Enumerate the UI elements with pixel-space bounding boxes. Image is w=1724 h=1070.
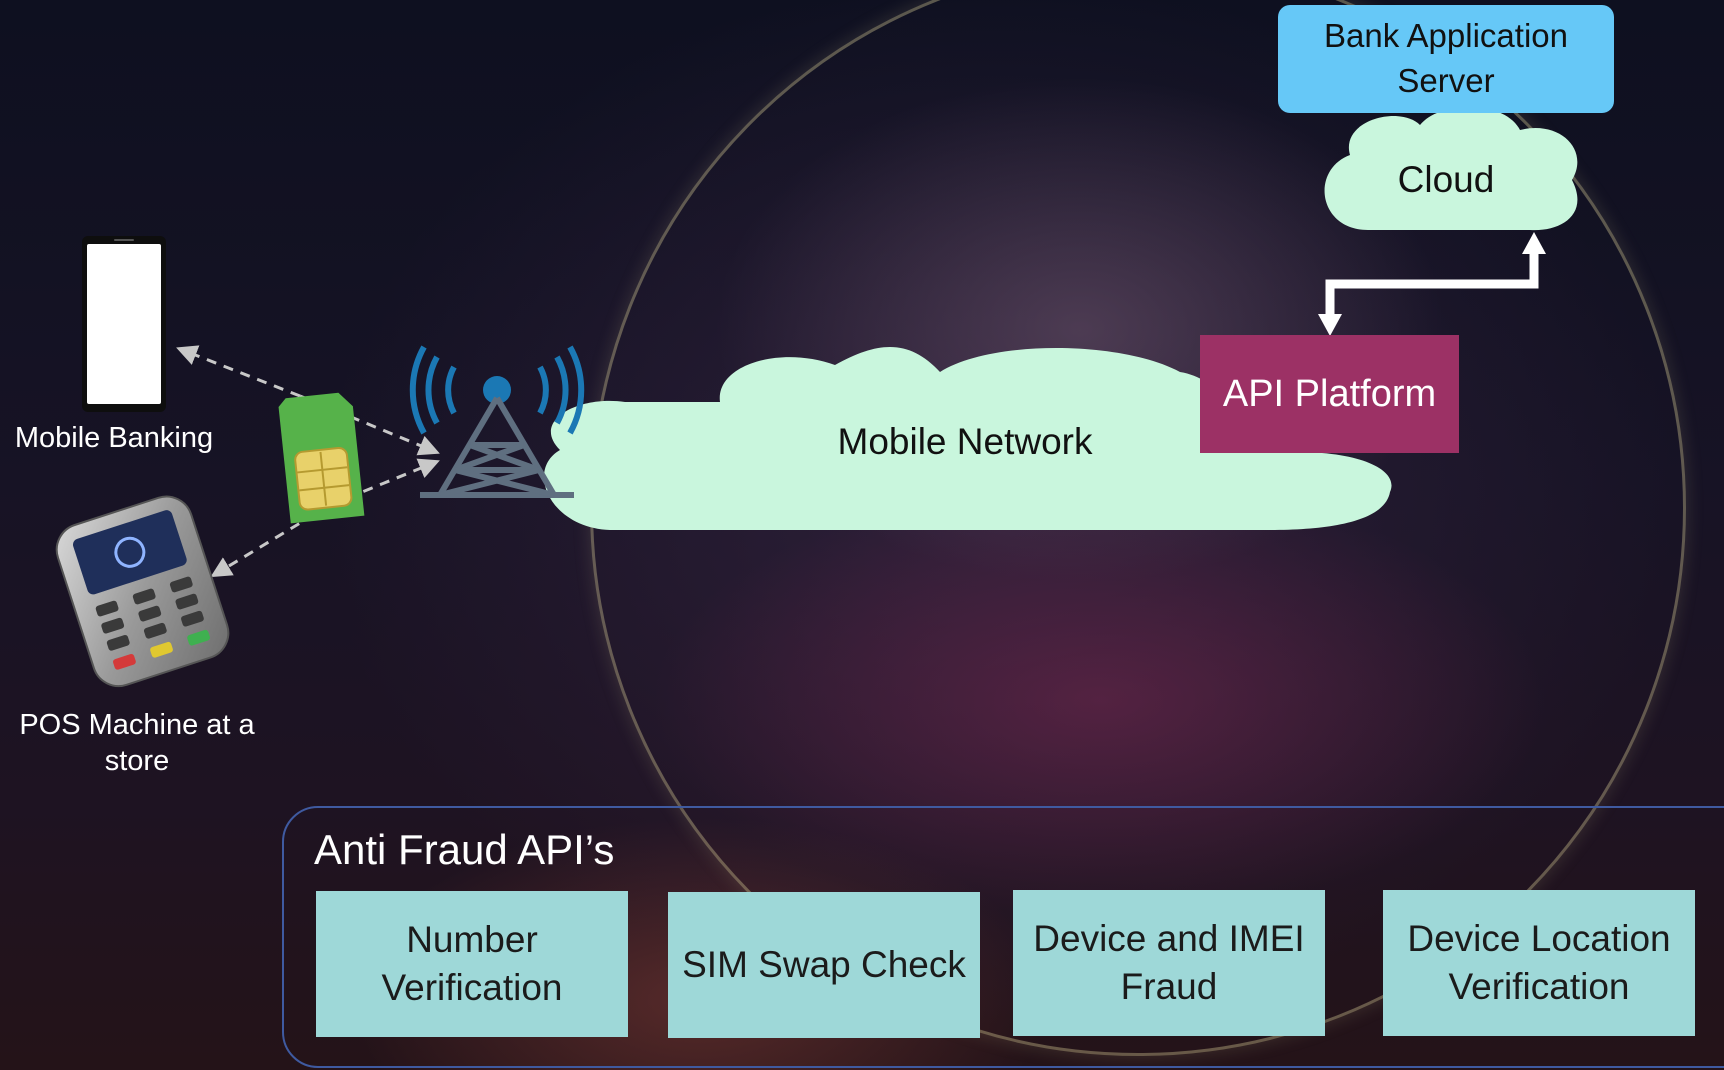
bank-server-label: Bank Application Server: [1323, 17, 1568, 99]
sim-card-icon: [278, 392, 365, 524]
api-tile-label: Number Verification: [381, 918, 563, 1008]
background-ring: [590, 0, 1686, 1056]
api-sim-swap-check: SIM Swap Check: [668, 892, 980, 1038]
api-platform-label: API Platform: [1222, 372, 1437, 415]
pos-label: POS Machine at a store: [19, 709, 255, 778]
api-device-location-verification: Device Location Verification: [1383, 890, 1695, 1036]
cell-tower-icon: [409, 345, 585, 498]
api-number-verification: Number Verification: [316, 891, 628, 1037]
api-cloud-connector: [1318, 232, 1546, 336]
api-device-imei-fraud: Device and IMEI Fraud: [1013, 890, 1325, 1036]
cloud-shape: [1324, 106, 1578, 231]
phone-screen: [87, 244, 161, 404]
cloud-label: Cloud: [1397, 159, 1495, 200]
mobile-network-cloud: [544, 347, 1392, 530]
anti-fraud-title: Anti Fraud API’s: [314, 826, 615, 873]
api-platform: API Platform: [1200, 335, 1459, 453]
mobile-network-label: Mobile Network: [837, 421, 1093, 462]
mobile-banking-label: Mobile Banking: [14, 422, 214, 454]
anti-fraud-panel: [282, 806, 1724, 1068]
arrow-to-phone: [176, 345, 301, 398]
bank-application-server: Bank Application Server: [1278, 5, 1614, 113]
pos-terminal-icon: [55, 495, 230, 688]
api-tile-label: SIM Swap Check: [682, 943, 966, 985]
api-tile-label: Device Location Verification: [1407, 917, 1671, 1007]
api-tile-label: Device and IMEI Fraud: [1033, 917, 1305, 1007]
mobile-phone-icon: [82, 236, 166, 412]
phone-speaker: [114, 239, 134, 241]
